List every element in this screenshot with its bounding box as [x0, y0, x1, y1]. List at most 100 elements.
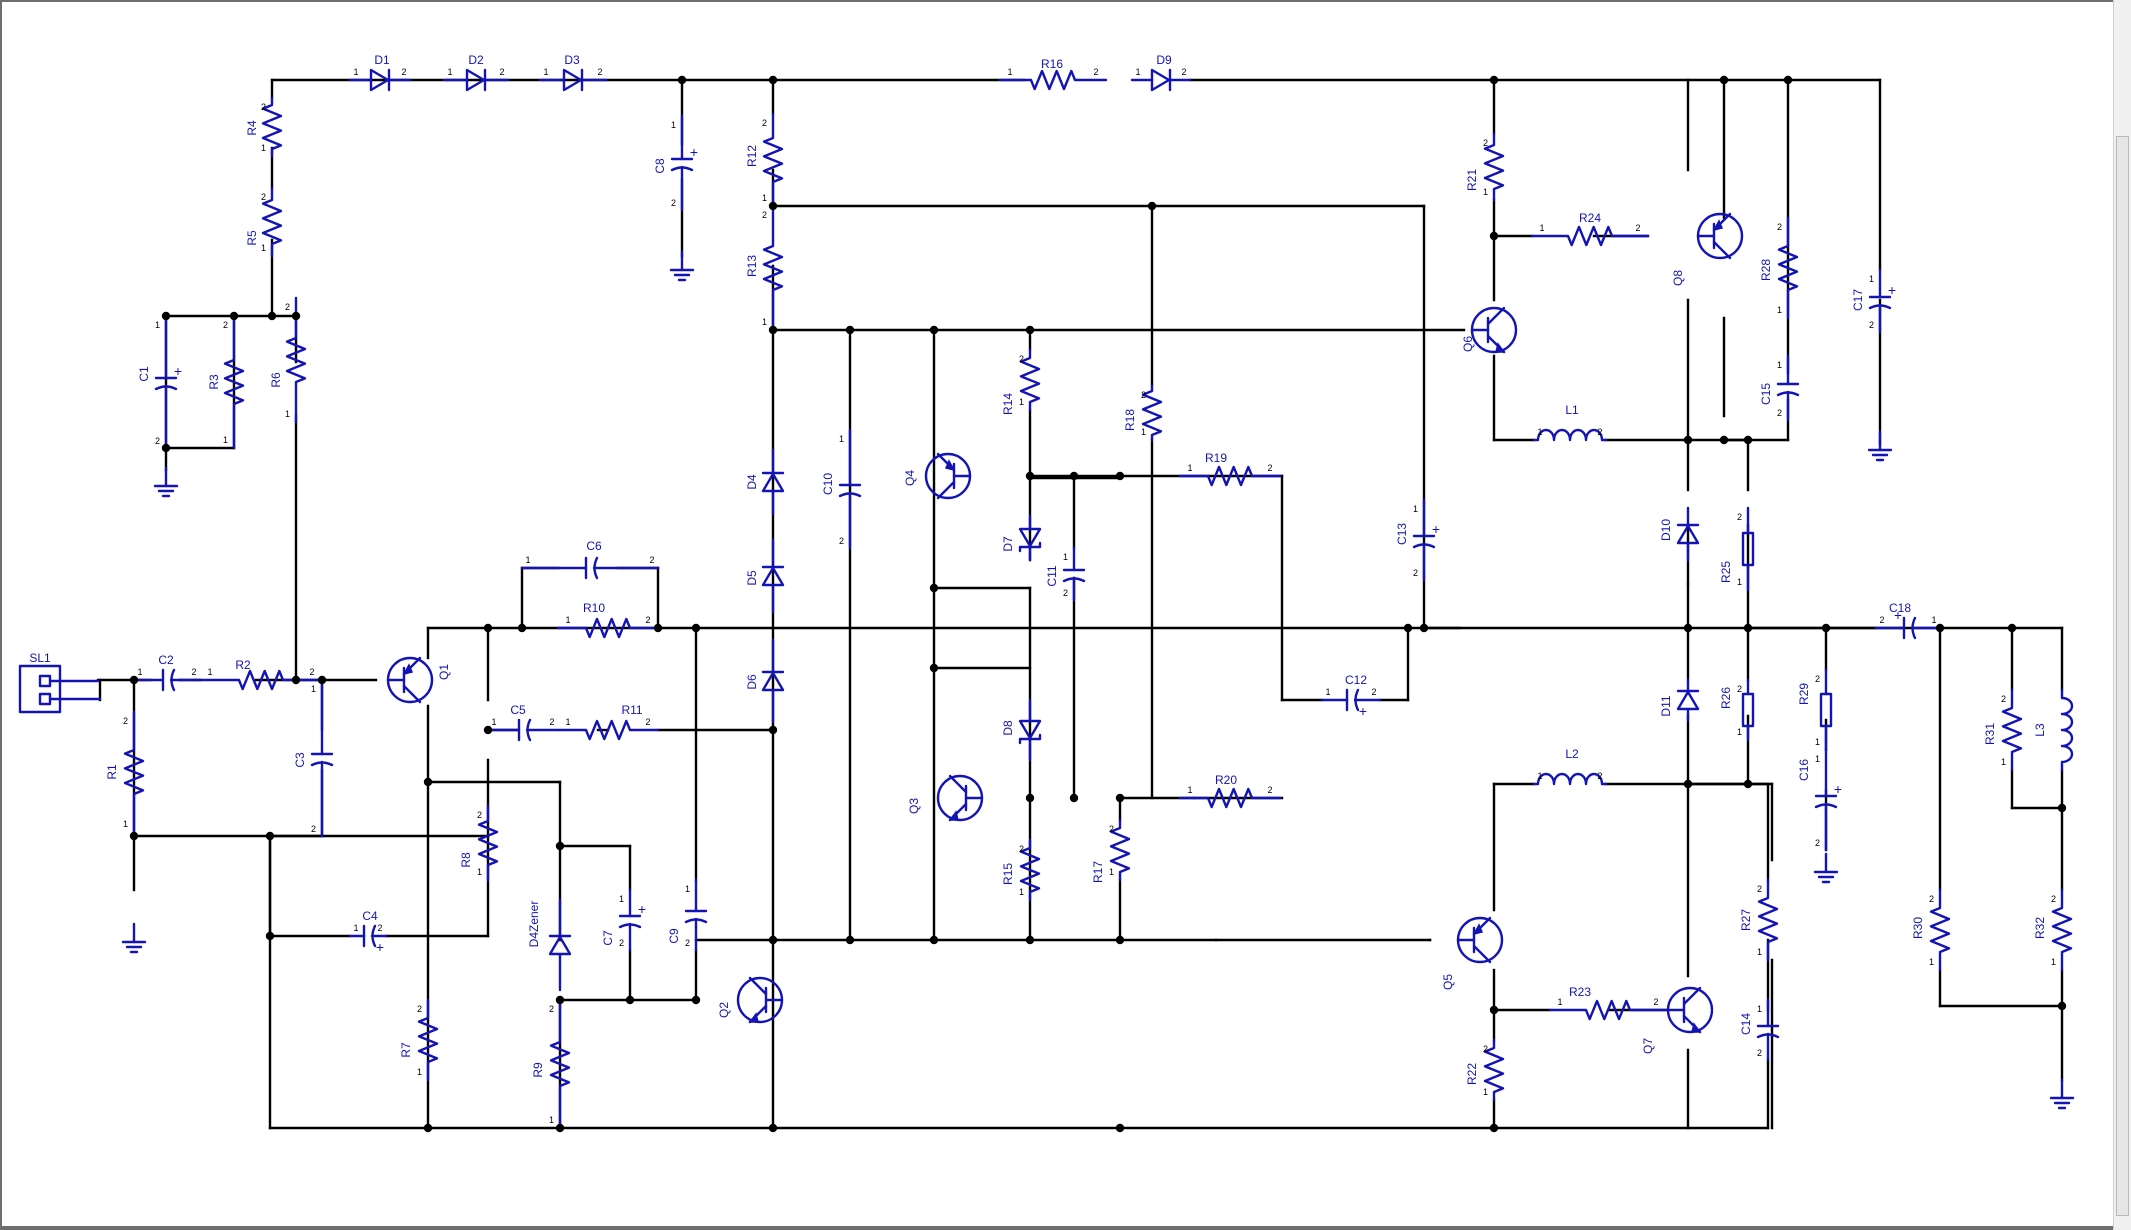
junction-dot — [2007, 623, 2017, 633]
label: 1 — [447, 67, 452, 77]
resistor-r25 — [1741, 531, 1755, 567]
label: 1 — [123, 819, 128, 829]
resistor-r10 — [556, 617, 660, 639]
label: 2 — [1777, 408, 1782, 418]
resistor-r22 — [1483, 1038, 1505, 1102]
junction-dot — [1069, 471, 1079, 481]
junction-dot — [929, 583, 939, 593]
r9-ref: R9 — [531, 1062, 545, 1078]
diode-d11 — [1676, 690, 1700, 711]
r28-ref: R28 — [1759, 259, 1773, 281]
junction-dot — [1683, 623, 1693, 633]
junction-dot — [1719, 75, 1729, 85]
q8-ref: Q8 — [1671, 270, 1685, 286]
q1-ref: Q1 — [437, 664, 451, 680]
label: 1 — [353, 923, 358, 933]
resistor-r23 — [1548, 999, 1668, 1021]
wires — [96, 78, 2064, 1130]
q6-ref: Q6 — [1461, 336, 1475, 352]
label: 1 — [671, 120, 676, 130]
junction-dot — [691, 995, 701, 1005]
label: 1 — [1931, 615, 1936, 625]
label: 2 — [549, 717, 554, 727]
label: 2 — [1929, 894, 1934, 904]
c14-ref: C14 — [1739, 1013, 1753, 1035]
resistor-r27 — [1757, 878, 1779, 962]
resistor-r29 — [1819, 692, 1833, 728]
r23-ref: R23 — [1569, 985, 1591, 999]
label: 2 — [1181, 67, 1186, 77]
resistor-r30 — [1929, 888, 1951, 972]
junction-dot — [1719, 435, 1729, 445]
label: + — [1432, 521, 1440, 537]
c16-ref: C16 — [1797, 759, 1811, 781]
d7-ref: D7 — [1001, 536, 1015, 552]
r1-ref: R1 — [105, 764, 119, 780]
junctions — [129, 75, 2067, 1133]
label: 2 — [597, 67, 602, 77]
label: 1 — [1141, 427, 1146, 437]
scrollbar-thumb[interactable] — [2116, 136, 2129, 1216]
label: 2 — [1737, 512, 1742, 522]
label: 1 — [1135, 67, 1140, 77]
label: 1 — [549, 1115, 554, 1125]
label: 1 — [285, 409, 290, 419]
junction-dot — [845, 935, 855, 945]
resistor-r16 — [998, 69, 1108, 91]
label: 2 — [1019, 354, 1024, 364]
label: 1 — [1757, 1004, 1762, 1014]
label: 1 — [261, 143, 266, 153]
resistor-r1 — [123, 710, 145, 834]
diode-d5 — [761, 566, 785, 587]
junction-dot — [845, 325, 855, 335]
label: 2 — [762, 118, 767, 128]
label: 2 — [1879, 615, 1884, 625]
diode-d4 — [761, 472, 785, 493]
junction-dot — [1025, 935, 1035, 945]
label: 2 — [645, 717, 650, 727]
label: 2 — [155, 436, 160, 446]
label: 2 — [1777, 222, 1782, 232]
q4-ref: Q4 — [903, 470, 917, 486]
vertical-scrollbar[interactable] — [2113, 0, 2131, 1230]
junction-dot — [265, 931, 275, 941]
junction-dot — [1821, 623, 1831, 633]
label: 1 — [477, 867, 482, 877]
label: 2 — [645, 615, 650, 625]
junction-dot — [555, 995, 565, 1005]
inductor-l3 — [2060, 688, 2074, 772]
junction-dot — [1743, 623, 1753, 633]
q2-ref: Q2 — [717, 1002, 731, 1018]
d6-ref: D6 — [745, 674, 759, 690]
label: 2 — [123, 716, 128, 726]
c6-ref: C6 — [586, 539, 602, 553]
resistor-r32 — [2051, 888, 2073, 972]
r20-ref: R20 — [1215, 773, 1237, 787]
connector-sl1[interactable] — [18, 664, 62, 714]
c8-ref: C8 — [653, 158, 667, 174]
label: 1 — [1929, 957, 1934, 967]
junction-dot — [483, 725, 493, 735]
r14-ref: R14 — [1001, 393, 1015, 415]
label: 1 — [1539, 223, 1544, 233]
sl1-ref: SL1 — [29, 651, 51, 665]
resistor-r24 — [1530, 225, 1650, 247]
junction-dot — [1403, 623, 1413, 633]
label: 2 — [1413, 568, 1418, 578]
r21-ref: R21 — [1465, 169, 1479, 191]
junction-dot — [677, 75, 687, 85]
label: 1 — [543, 67, 548, 77]
label: 1 — [1109, 867, 1114, 877]
window-frame-left — [0, 0, 2, 1230]
label: 2 — [671, 198, 676, 208]
r6-ref: R6 — [269, 372, 283, 388]
junction-dot — [691, 623, 701, 633]
d4zener-ref: D4Zener — [527, 901, 541, 948]
r12-ref: R12 — [745, 145, 759, 167]
label: 1 — [2051, 957, 2056, 967]
junction-dot — [517, 623, 527, 633]
c7-ref: C7 — [601, 930, 615, 946]
label: + — [376, 939, 384, 955]
junction-dot — [1115, 935, 1125, 945]
label: 2 — [1483, 1044, 1488, 1054]
